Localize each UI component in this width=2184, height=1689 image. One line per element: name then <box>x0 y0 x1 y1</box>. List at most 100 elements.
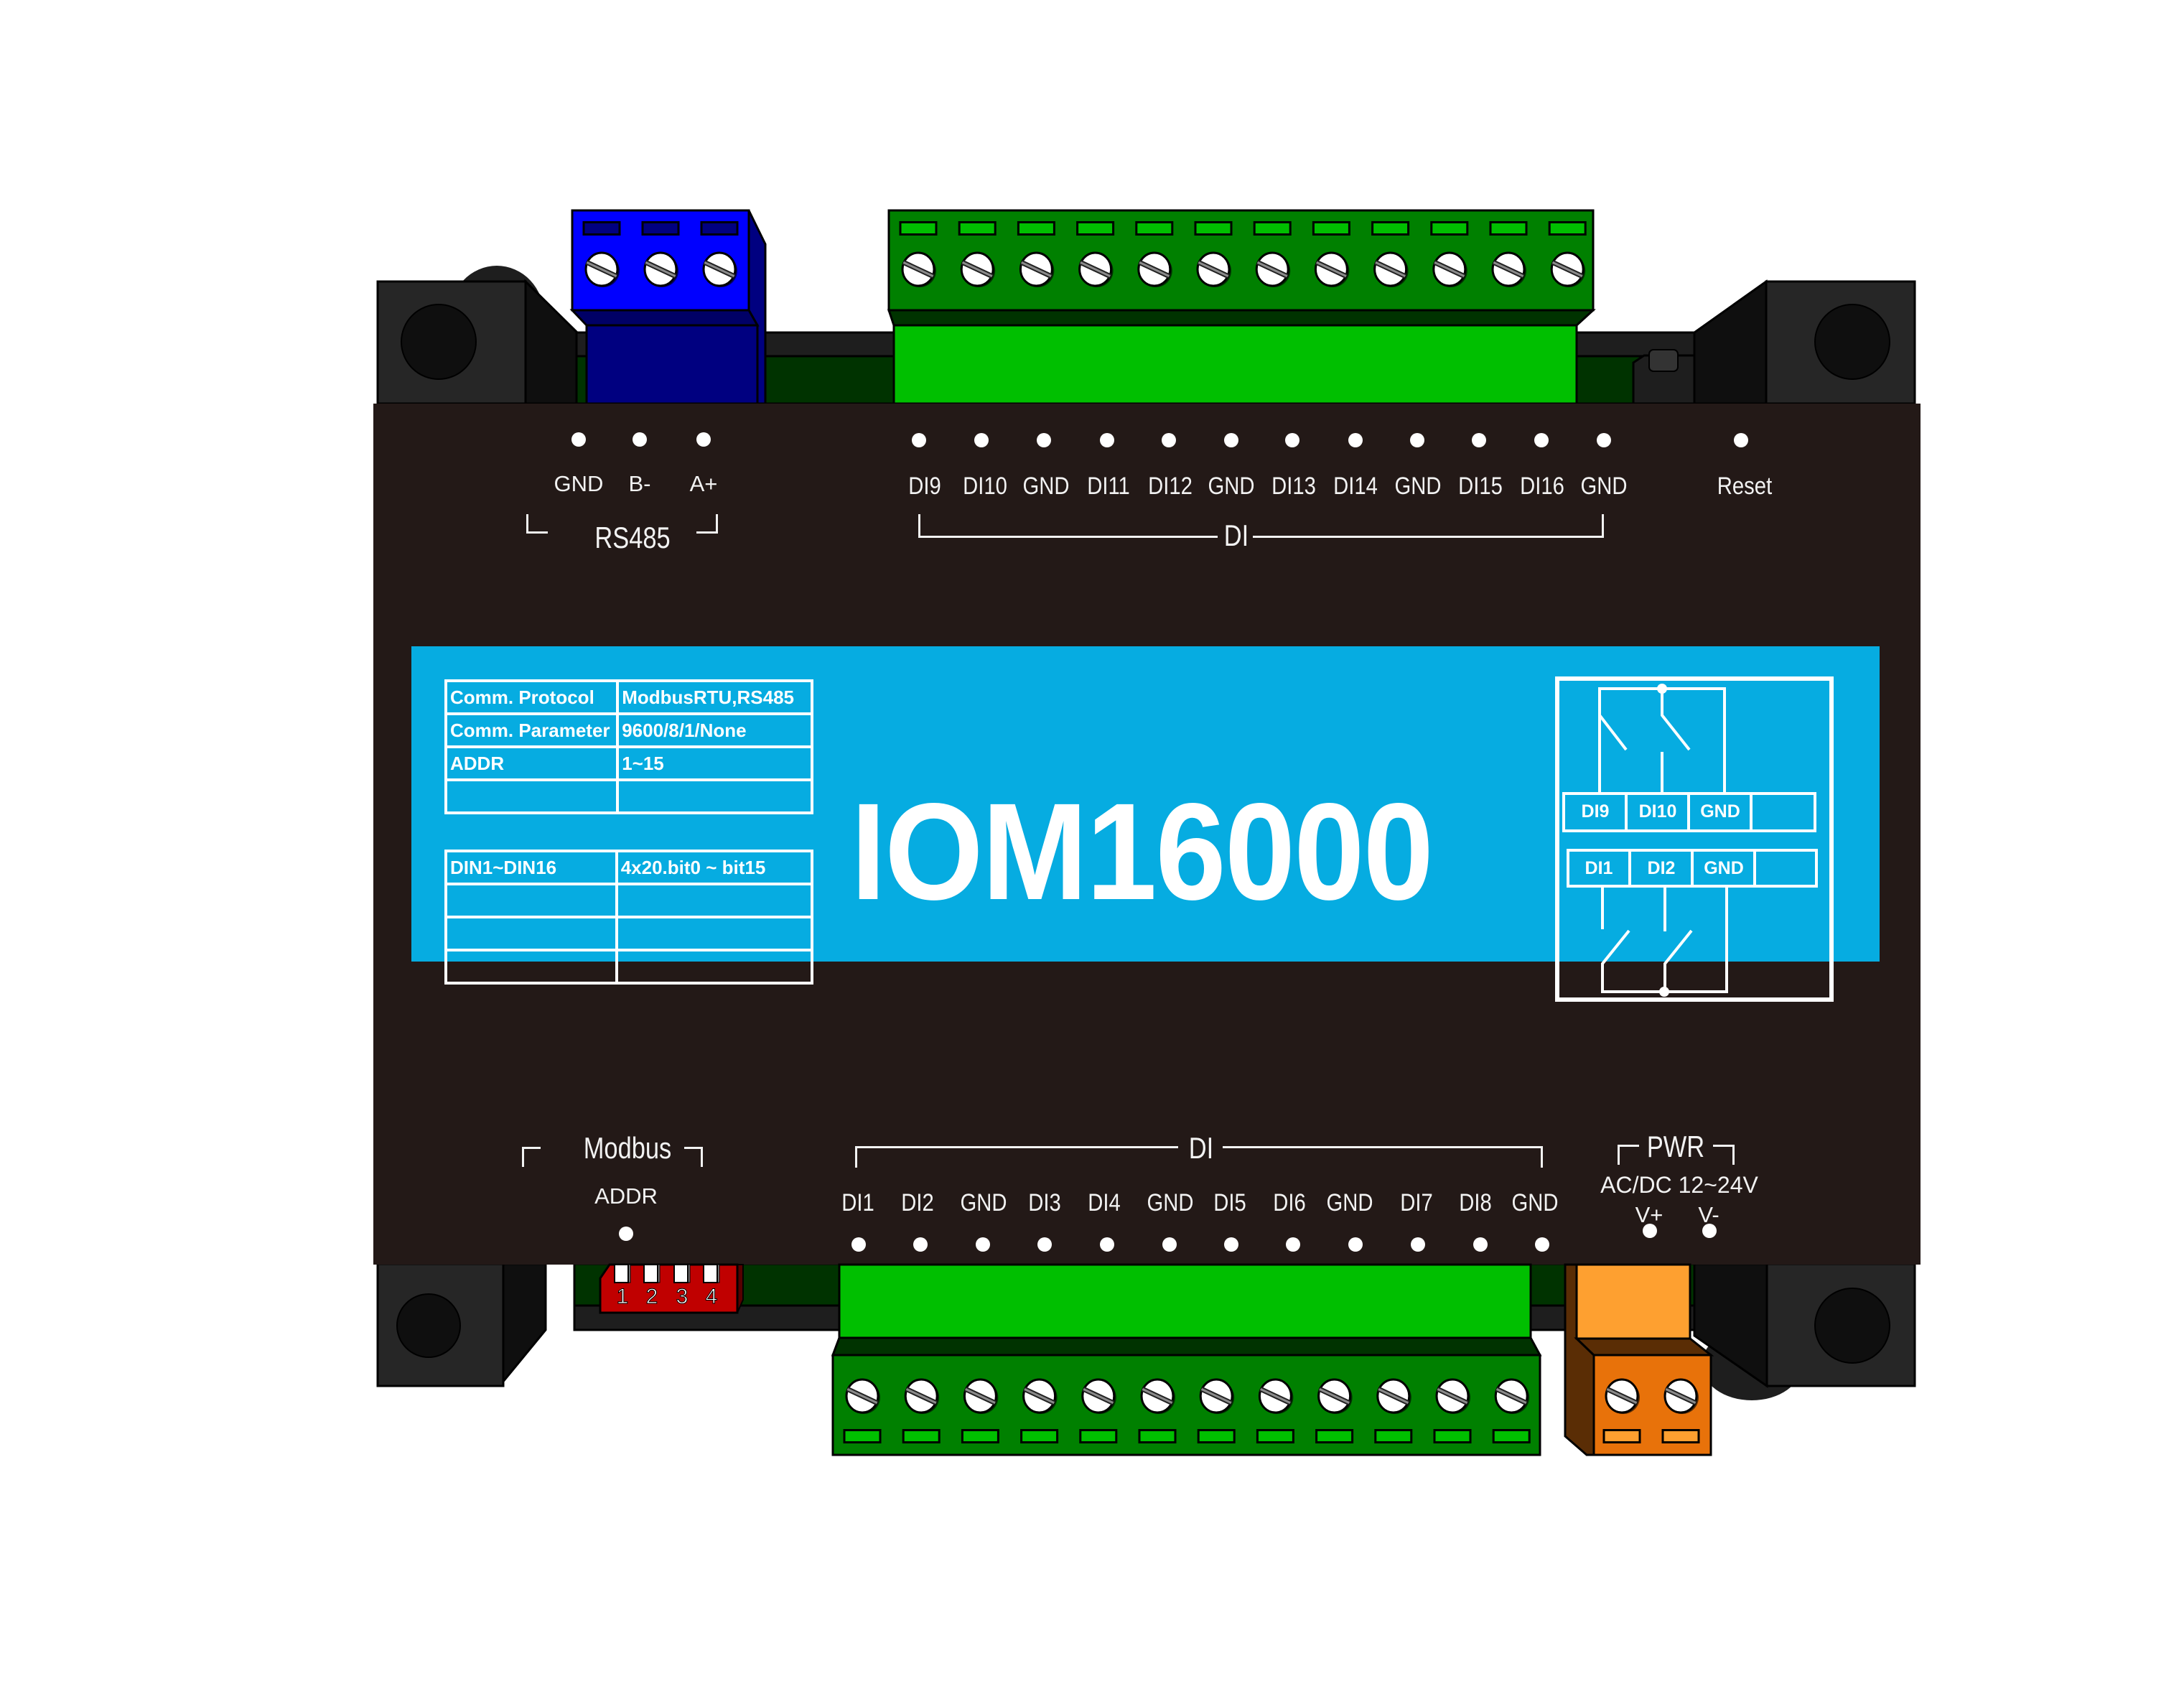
terminal-screw-icon[interactable] <box>1550 251 1586 287</box>
wire-slot <box>1371 221 1410 236</box>
bracket-right <box>1253 514 1604 538</box>
terminal-screw-icon[interactable] <box>1663 1378 1699 1414</box>
terminal-screw-icon[interactable] <box>1373 251 1409 287</box>
wiring-cell-label: DI10 <box>1638 801 1677 822</box>
bracket-left <box>522 1147 541 1167</box>
wire-slot <box>1135 221 1174 236</box>
terminal-screw-icon[interactable] <box>1314 251 1350 287</box>
top-di-terminal-label: DI16 <box>1520 473 1564 500</box>
terminal-screw-icon[interactable] <box>1019 251 1055 287</box>
spec-value <box>616 778 813 814</box>
terminal-marker <box>1100 1237 1114 1252</box>
bottom-di-terminal-label: DI7 <box>1400 1189 1433 1216</box>
terminal-screw-icon[interactable] <box>1494 1378 1530 1414</box>
wire-slot <box>1138 1429 1177 1443</box>
terminal-marker <box>1224 1237 1238 1252</box>
terminal-marker <box>851 1237 866 1252</box>
pwr-connector <box>1564 1263 1714 1456</box>
terminal-screw-icon[interactable] <box>901 251 936 287</box>
wiring-cell-label: GND <box>1704 858 1744 878</box>
spec-key: ADDR <box>444 745 620 781</box>
terminal-screw-icon[interactable] <box>1196 251 1231 287</box>
bottom-di-title: DI <box>1188 1131 1214 1165</box>
terminal-marker <box>976 1237 990 1252</box>
terminal-marker <box>1702 1224 1717 1238</box>
dip-switch[interactable] <box>599 1263 744 1314</box>
bracket-left <box>526 514 548 534</box>
top-di-terminal-label: DI12 <box>1148 473 1193 500</box>
terminal-screw-icon[interactable] <box>963 1378 999 1414</box>
wire-slot <box>1076 221 1115 236</box>
mount-hole-icon <box>396 1293 461 1358</box>
spec-value: 4x20.bit0 ~ bit15 <box>615 850 814 885</box>
mount-foot-bottom-right <box>1693 1262 1916 1400</box>
terminal-screw-icon[interactable] <box>845 1378 880 1414</box>
terminal-marker <box>913 1237 928 1252</box>
wire-slot <box>1017 221 1055 236</box>
reset-label: Reset <box>1717 473 1773 500</box>
addr-marker <box>619 1227 633 1241</box>
wiring-cell-label: DI1 <box>1585 858 1613 878</box>
bottom-di-terminal-label: DI1 <box>841 1189 874 1216</box>
rs485-title: RS485 <box>594 521 671 554</box>
wire-slot <box>1312 221 1350 236</box>
terminal-marker <box>1224 433 1238 447</box>
terminal-screw-icon[interactable] <box>702 251 737 287</box>
wire-slot <box>1374 1429 1413 1443</box>
bottom-di-terminal-label: DI3 <box>1028 1189 1061 1216</box>
bracket-right <box>684 1147 703 1167</box>
bracket-left <box>918 514 1218 538</box>
dip-position-label: 3 <box>676 1285 689 1308</box>
wiring-cell-label: GND <box>1700 801 1740 822</box>
wire-slot <box>902 1429 941 1443</box>
top-di-terminal-label: DI9 <box>908 473 941 500</box>
terminal-screw-icon[interactable] <box>1317 1378 1353 1414</box>
bottom-di-terminal-label: GND <box>1326 1189 1373 1216</box>
terminal-screw-icon[interactable] <box>1022 1378 1058 1414</box>
top-di-terminal-label: DI13 <box>1271 473 1316 500</box>
spec-key: Comm. Protocol <box>444 679 620 715</box>
terminal-screw-icon[interactable] <box>960 251 996 287</box>
spec-row <box>444 778 813 814</box>
terminal-screw-icon[interactable] <box>1435 1378 1470 1414</box>
terminal-screw-icon[interactable] <box>1258 1378 1294 1414</box>
dip-position-label: 1 <box>616 1285 629 1308</box>
terminal-screw-icon[interactable] <box>584 251 620 287</box>
terminal-screw-icon[interactable] <box>1605 1378 1640 1414</box>
terminal-screw-icon[interactable] <box>1140 1378 1175 1414</box>
rs485-terminal-label: GND <box>554 471 604 496</box>
wire-slot <box>1253 221 1292 236</box>
terminal-marker <box>1348 1237 1363 1252</box>
top-di-terminal-label: DI10 <box>963 473 1007 500</box>
rs485-connector <box>569 209 767 405</box>
terminal-screw-icon[interactable] <box>1491 251 1526 287</box>
top-di-terminal-label: DI14 <box>1333 473 1378 500</box>
terminal-marker <box>571 432 586 447</box>
terminal-screw-icon[interactable] <box>1376 1378 1411 1414</box>
bracket-right <box>1223 1146 1543 1168</box>
spec-key <box>444 916 618 951</box>
terminal-screw-icon[interactable] <box>1255 251 1291 287</box>
terminal-screw-icon[interactable] <box>1081 1378 1116 1414</box>
wire-slot <box>641 221 680 236</box>
top-di-terminal-label: GND <box>1394 473 1442 500</box>
wire-slot <box>1602 1429 1641 1443</box>
top-di-title: DI <box>1223 518 1249 552</box>
bracket-left <box>855 1146 1178 1168</box>
terminal-screw-icon[interactable] <box>643 251 678 287</box>
bottom-di-terminal-label: GND <box>960 1189 1007 1216</box>
reset-button[interactable] <box>1632 349 1696 405</box>
modbus-title: Modbus <box>583 1131 672 1165</box>
terminal-screw-icon[interactable] <box>1199 1378 1235 1414</box>
spec-key <box>444 949 618 985</box>
modbus-addr-label: ADDR <box>594 1183 658 1209</box>
wire-slot <box>700 221 739 236</box>
terminal-screw-icon[interactable] <box>904 1378 940 1414</box>
terminal-screw-icon[interactable] <box>1078 251 1114 287</box>
top-di-terminal-label: DI15 <box>1458 473 1503 500</box>
terminal-screw-icon[interactable] <box>1137 251 1172 287</box>
terminal-screw-icon[interactable] <box>1432 251 1467 287</box>
